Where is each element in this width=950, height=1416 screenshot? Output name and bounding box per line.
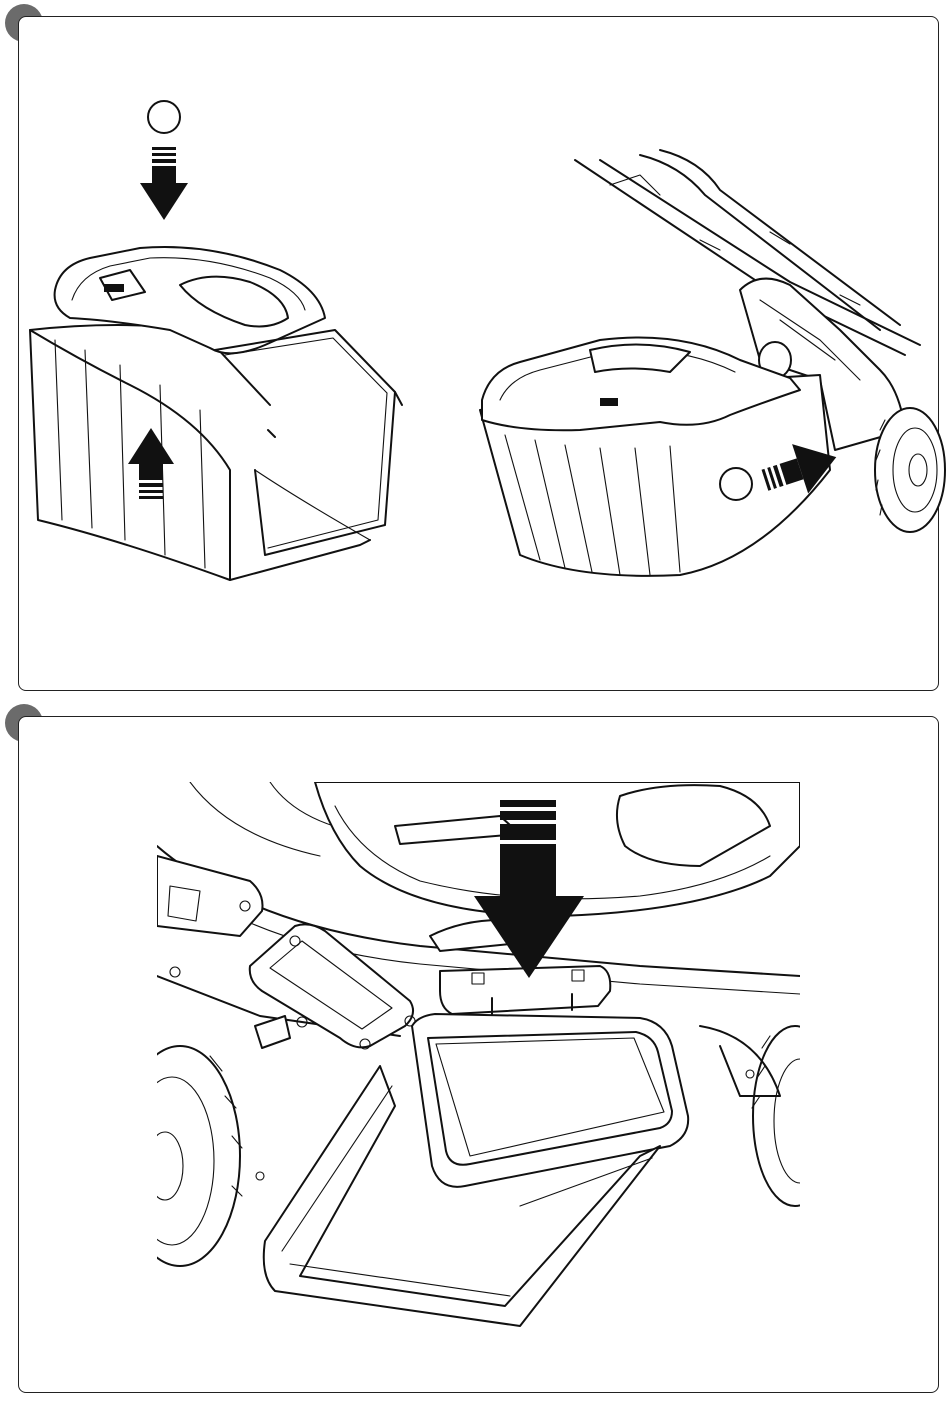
callout-circle-b	[720, 468, 752, 500]
lawn-mower-rear	[480, 150, 945, 576]
grass-bag-frame	[30, 247, 402, 580]
mower-rear-close-up	[120, 782, 837, 1326]
panel-2-illustration	[0, 716, 950, 1416]
down-arrow-icon	[140, 147, 188, 220]
callout-circle-a	[148, 101, 180, 133]
panel-1-illustration	[0, 0, 950, 700]
